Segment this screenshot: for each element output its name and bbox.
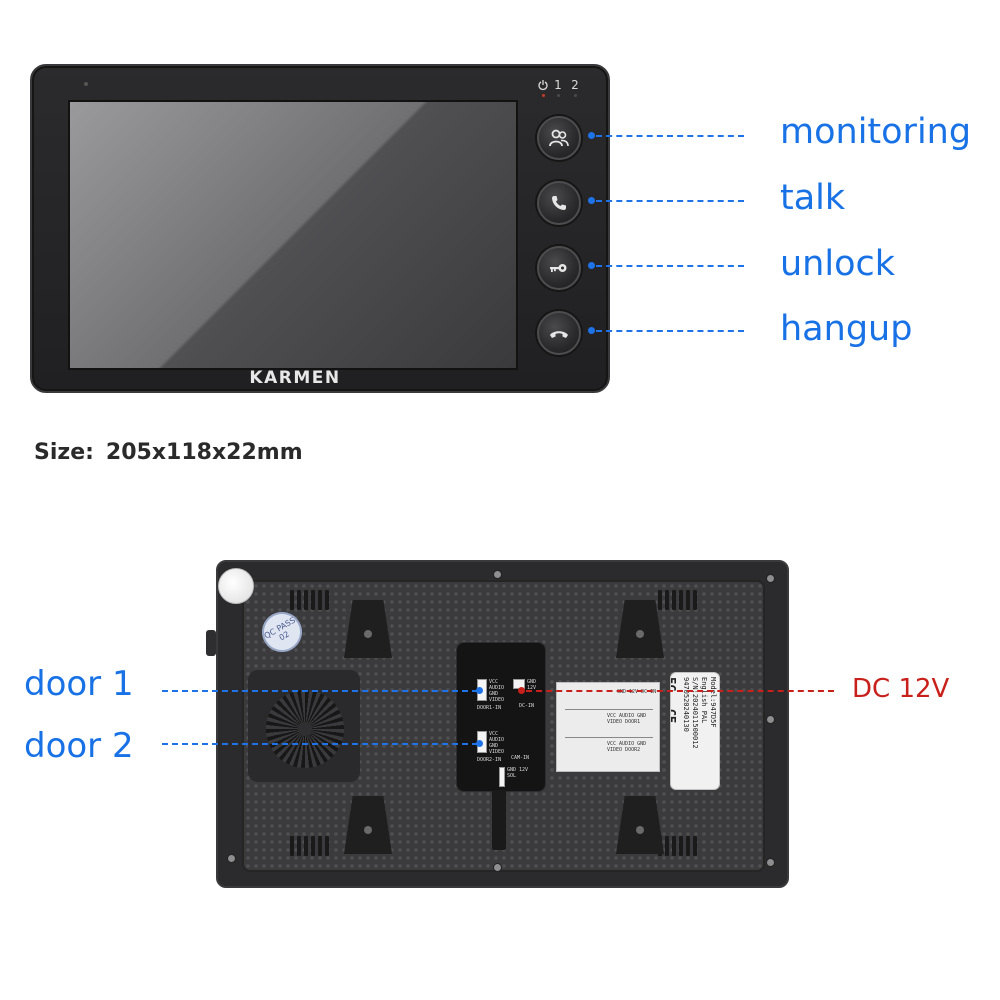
screw	[493, 570, 502, 579]
dc-port-name: DC-IN	[519, 703, 535, 709]
monitoring-button[interactable]	[537, 116, 581, 160]
round-sticker	[218, 568, 254, 604]
indicator-row: 1 2	[537, 78, 589, 102]
hangup-pointer	[588, 327, 595, 334]
door2-port-pins: VCC AUDIO GND VIDEO	[489, 731, 505, 755]
unlock-port[interactable]	[499, 767, 505, 787]
mount-bracket	[616, 796, 664, 854]
dc-12v-label: DC 12V	[852, 674, 950, 704]
screw	[766, 715, 775, 724]
led-1	[557, 94, 560, 97]
brand-logo: KARMEN	[249, 368, 341, 388]
ce-mark: CE	[670, 708, 678, 724]
door2-pointer	[476, 740, 483, 747]
door1-port-name: DOOR1-IN	[477, 705, 502, 711]
bracket-hole	[636, 826, 644, 834]
speaker-grill	[266, 690, 344, 768]
talk-label: talk	[780, 178, 846, 218]
bracket-hole	[364, 630, 372, 638]
vent-top-left	[290, 590, 329, 610]
card-dc-text: GND 12V DC-IN	[617, 689, 657, 695]
mount-bracket	[344, 796, 392, 854]
screw	[766, 858, 775, 867]
spec-text: Model:947D5F English PAL S/N:20240115000…	[670, 677, 717, 785]
unlock-button[interactable]	[537, 246, 581, 290]
talk-pointer	[588, 197, 595, 204]
phone-icon	[552, 196, 566, 210]
unlock-leader-line	[596, 265, 744, 267]
size-value: 205x118x22mm	[105, 440, 303, 465]
talk-button[interactable]	[537, 181, 581, 225]
door2-port-name: DOOR2-IN	[477, 757, 502, 763]
door1-port-pins: VCC AUDIO GND VIDEO	[489, 679, 505, 703]
size-spec: Size: 205x118x22mm	[34, 440, 303, 465]
monitor-screen	[68, 100, 518, 370]
cam-port-name: CAM-IN	[511, 755, 530, 761]
card-door1-text: VCC AUDIO GND VIDEO DOOR1	[607, 713, 647, 725]
monitoring-pointer	[588, 132, 595, 139]
size-label: Size:	[34, 440, 94, 465]
monitor-front: KARMEN 1 2	[30, 64, 610, 393]
camera-dot	[84, 82, 88, 86]
mount-bracket	[616, 600, 664, 658]
dc-pointer	[518, 687, 525, 694]
card-door2-text: VCC AUDIO GND VIDEO DOOR2	[607, 741, 647, 753]
door2-label: door 2	[24, 726, 134, 766]
indicator-1-label: 1	[554, 78, 562, 92]
vent-bottom-left	[290, 836, 329, 856]
key-icon	[550, 264, 567, 272]
connector-panel: VCC AUDIO GND VIDEO DOOR1-IN GND 12V DC-…	[456, 642, 546, 792]
unlock-pointer	[588, 262, 595, 269]
vent-top-right	[658, 590, 697, 610]
hangup-leader-line	[596, 330, 744, 332]
hangup-label: hangup	[780, 309, 913, 349]
unlock-label: unlock	[780, 244, 896, 284]
dc-leader-line	[526, 690, 834, 692]
bracket-hole	[636, 630, 644, 638]
screw	[766, 574, 775, 583]
indicator-2-label: 2	[571, 78, 579, 92]
screw	[227, 854, 236, 863]
people-icon	[549, 129, 569, 147]
door1-label: door 1	[24, 664, 134, 704]
mount-bracket	[344, 600, 392, 658]
hangup-button[interactable]	[537, 311, 581, 355]
side-knob	[206, 630, 216, 656]
hangup-icon	[550, 331, 568, 338]
door1-leader-line	[162, 690, 478, 692]
power-icon	[538, 80, 548, 91]
screw	[493, 863, 502, 872]
bracket-hole	[364, 826, 372, 834]
talk-leader-line	[596, 200, 744, 202]
monitoring-label: monitoring	[780, 112, 972, 152]
power-led	[542, 94, 545, 97]
door2-leader-line	[162, 743, 478, 745]
cable	[492, 790, 506, 850]
speaker	[248, 670, 360, 782]
monitoring-leader-line	[596, 135, 744, 137]
door1-pointer	[476, 687, 483, 694]
dc-port-pins: GND 12V	[527, 679, 537, 691]
unlock-port-pins: GND 12V SOL	[507, 767, 529, 779]
led-2	[574, 94, 577, 97]
wiring-label-card: GND 12V DC-IN VCC AUDIO GND VIDEO DOOR1 …	[556, 682, 660, 772]
